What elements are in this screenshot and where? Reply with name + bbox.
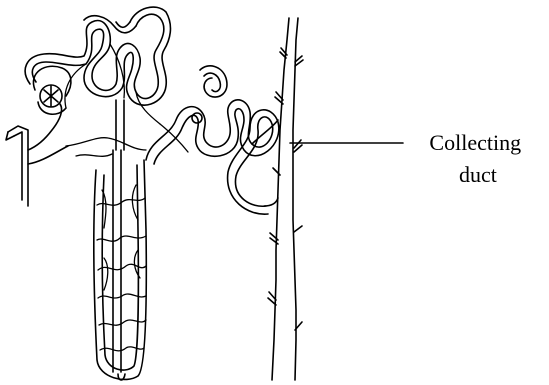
collecting-duct-tube [268,18,303,380]
collecting-duct-label-line2: duct [459,162,497,187]
cortical-vessels [65,44,188,156]
connecting-tubule [252,120,278,206]
collecting-duct-label: Collecting duct [429,130,526,187]
collecting-duct-label-line1: Collecting [429,130,521,155]
arterioles [6,104,68,206]
proximal-convoluted-tubule [25,7,170,105]
